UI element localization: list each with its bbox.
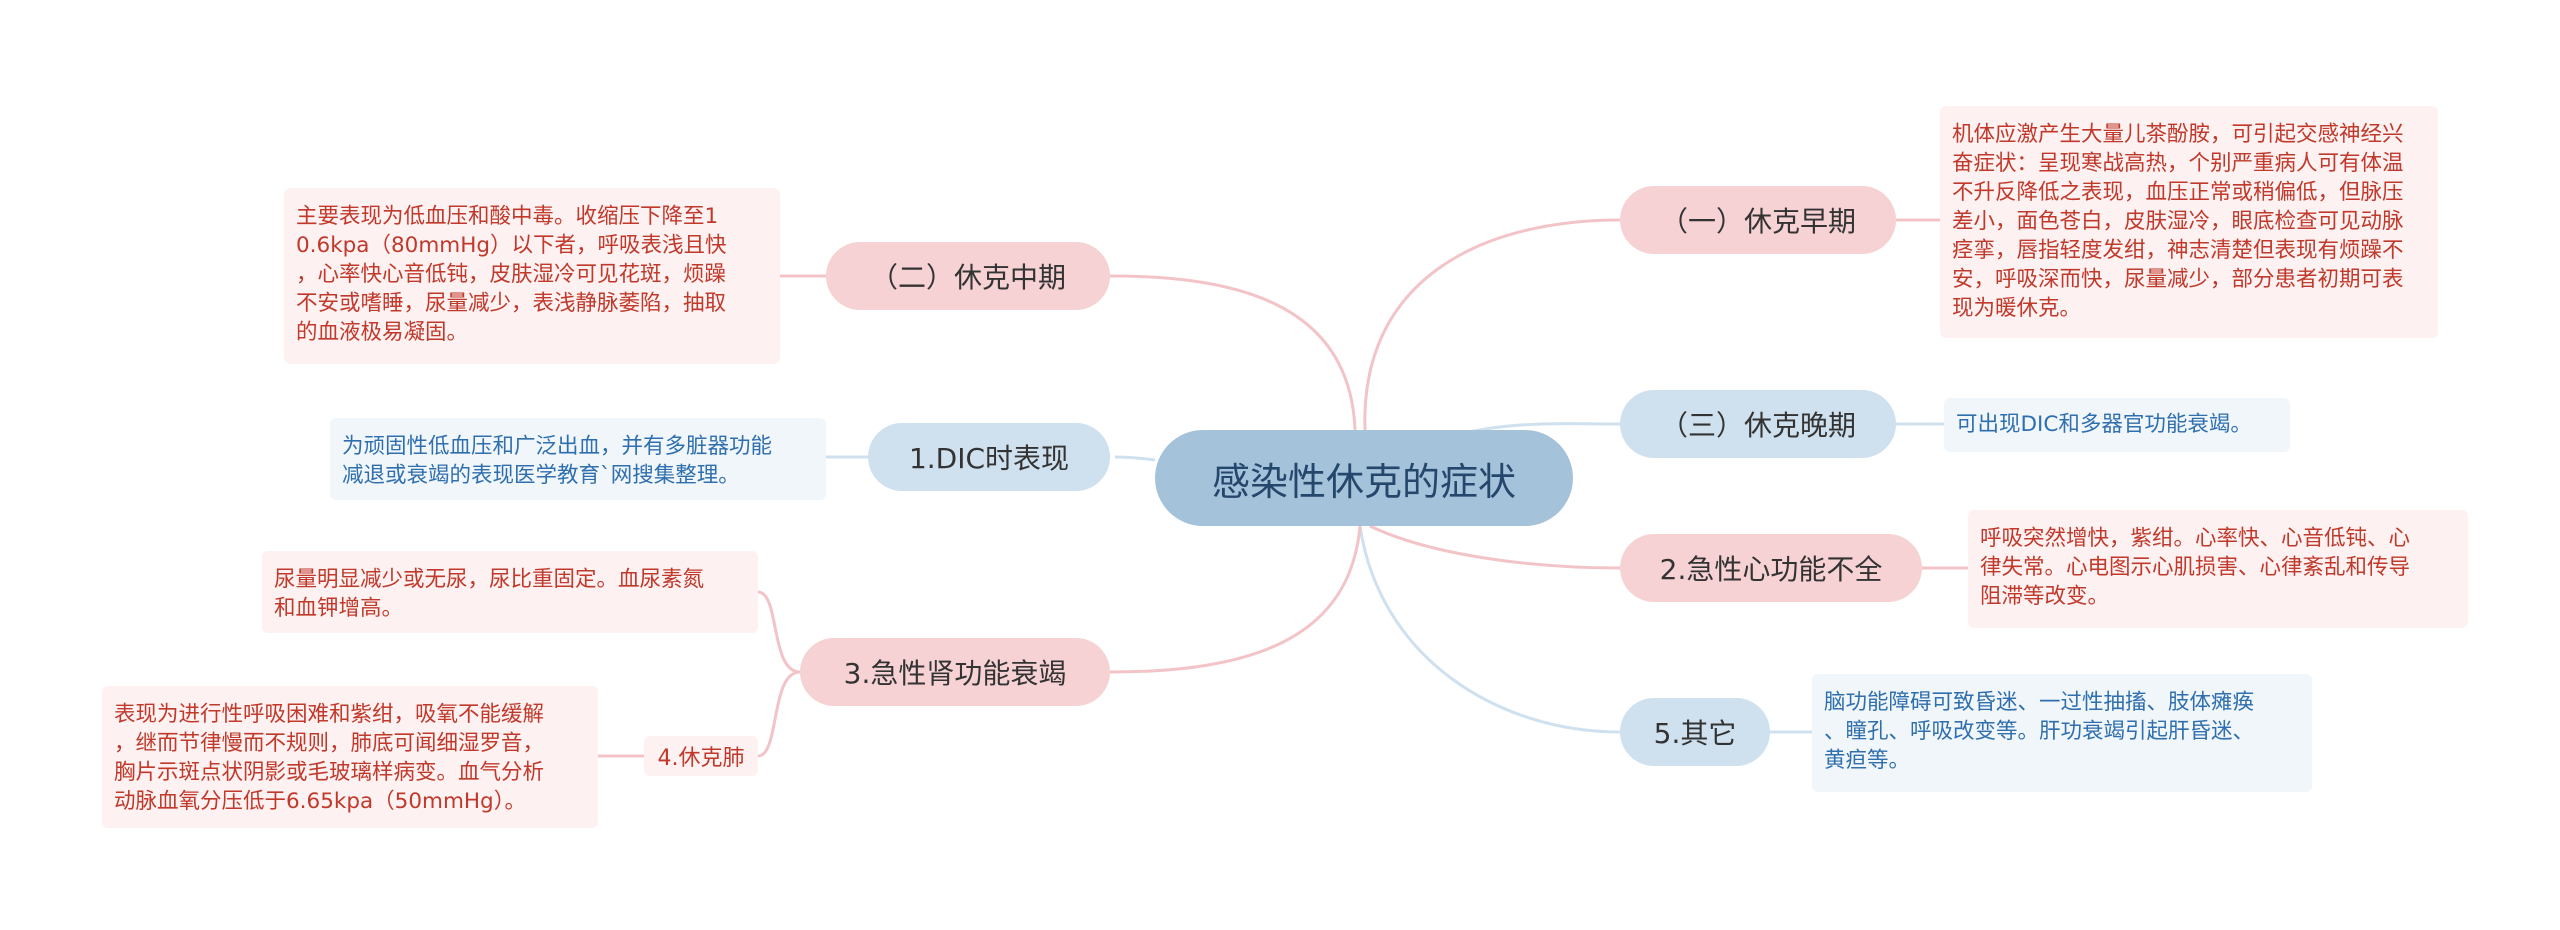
topic-other[interactable]: 5.其它 bbox=[1620, 698, 1770, 766]
topic-middle-shock[interactable]: （二）休克中期 bbox=[826, 242, 1110, 310]
note-line: 安，呼吸深而快，尿量减少，部分患者初期可表 bbox=[1952, 267, 2404, 292]
topic-acute-heart-failure[interactable]: 2.急性心功能不全 bbox=[1620, 534, 1922, 602]
note-line: 奋症状：呈现寒战高热，个别严重病人可有体温 bbox=[1952, 151, 2404, 176]
note-line: 胸片示斑点状阴影或毛玻璃样病变。血气分析 bbox=[114, 760, 545, 785]
note-line: 呼吸突然增快，紫绀。心率快、心音低钝、心 bbox=[1980, 526, 2411, 551]
note-line: 尿量明显减少或无尿，尿比重固定。血尿素氮 bbox=[274, 567, 705, 592]
note-dic: 为顽固性低血压和广泛出血，并有多脏器功能 减退或衰竭的表现医学教育`网搜集整理。 bbox=[330, 418, 826, 500]
note-other: 脑功能障碍可致昏迷、一过性抽搐、肢体瘫痪 、瞳孔、呼吸改变等。肝功衰竭引起肝昏迷… bbox=[1812, 674, 2312, 792]
note-line: 脑功能障碍可致昏迷、一过性抽搐、肢体瘫痪 bbox=[1824, 690, 2255, 715]
note-line: 黄疸等。 bbox=[1824, 748, 1911, 773]
note-line: 律失常。心电图示心肌损害、心律紊乱和传导 bbox=[1980, 555, 2411, 580]
topic-early-shock[interactable]: （一）休克早期 bbox=[1620, 186, 1896, 254]
note-line: 动脉血氧分压低于6.65kpa（50mmHg）。 bbox=[114, 789, 526, 814]
note-line: ，继而节律慢而不规则，肺底可闻细湿罗音， bbox=[114, 731, 545, 756]
note-line: 主要表现为低血压和酸中毒。收缩压下降至1 bbox=[296, 204, 719, 229]
note-line: 不安或嗜睡，尿量减少，表浅静脉萎陷，抽取 bbox=[296, 291, 727, 316]
note-line: 差小，面色苍白，皮肤湿冷，眼底检查可见动脉 bbox=[1952, 209, 2404, 234]
note-shock-lung: 表现为进行性呼吸困难和紫绀，吸氧不能缓解 ，继而节律慢而不规则，肺底可闻细湿罗音… bbox=[102, 686, 598, 828]
note-line: 0.6kpa（80mmHg）以下者，呼吸表浅且快 bbox=[296, 233, 727, 258]
subtopic-shock-lung[interactable]: 4.休克肺 bbox=[644, 736, 758, 776]
note-line: 的血液极易凝固。 bbox=[296, 320, 469, 345]
note-early-shock: 机体应激产生大量儿茶酚胺，可引起交感神经兴 奋症状：呈现寒战高热，个别严重病人可… bbox=[1940, 106, 2438, 338]
note-acute-kidney-failure: 尿量明显减少或无尿，尿比重固定。血尿素氮 和血钾增高。 bbox=[262, 551, 758, 633]
note-line: 不升反降低之表现，血压正常或稍偏低，但脉压 bbox=[1952, 180, 2404, 205]
note-line: 现为暖休克。 bbox=[1952, 296, 2082, 321]
note-line: 痉挛，唇指轻度发绀，神志清楚但表现有烦躁不 bbox=[1952, 238, 2404, 263]
note-acute-heart-failure: 呼吸突然增快，紫绀。心率快、心音低钝、心 律失常。心电图示心肌损害、心律紊乱和传… bbox=[1968, 510, 2468, 628]
note-late-shock: 可出现DIC和多器官功能衰竭。 bbox=[1944, 398, 2290, 452]
note-line: 阻滞等改变。 bbox=[1980, 584, 2110, 609]
note-line: 和血钾增高。 bbox=[274, 596, 404, 621]
note-line: 表现为进行性呼吸困难和紫绀，吸氧不能缓解 bbox=[114, 702, 545, 727]
topic-acute-kidney-failure[interactable]: 3.急性肾功能衰竭 bbox=[800, 638, 1110, 706]
topic-late-shock[interactable]: （三）休克晚期 bbox=[1620, 390, 1896, 458]
note-middle-shock: 主要表现为低血压和酸中毒。收缩压下降至1 0.6kpa（80mmHg）以下者，呼… bbox=[284, 188, 780, 364]
note-line: 减退或衰竭的表现医学教育`网搜集整理。 bbox=[342, 463, 740, 488]
topic-dic[interactable]: 1.DIC时表现 bbox=[868, 423, 1110, 491]
note-line: 为顽固性低血压和广泛出血，并有多脏器功能 bbox=[342, 434, 773, 459]
central-topic[interactable]: 感染性休克的症状 bbox=[1155, 430, 1573, 526]
note-line: 可出现DIC和多器官功能衰竭。 bbox=[1956, 412, 2252, 437]
note-line: 机体应激产生大量儿茶酚胺，可引起交感神经兴 bbox=[1952, 122, 2404, 147]
note-line: 、瞳孔、呼吸改变等。肝功衰竭引起肝昏迷、 bbox=[1824, 719, 2255, 744]
note-line: ，心率快心音低钝，皮肤湿冷可见花斑，烦躁 bbox=[296, 262, 727, 287]
